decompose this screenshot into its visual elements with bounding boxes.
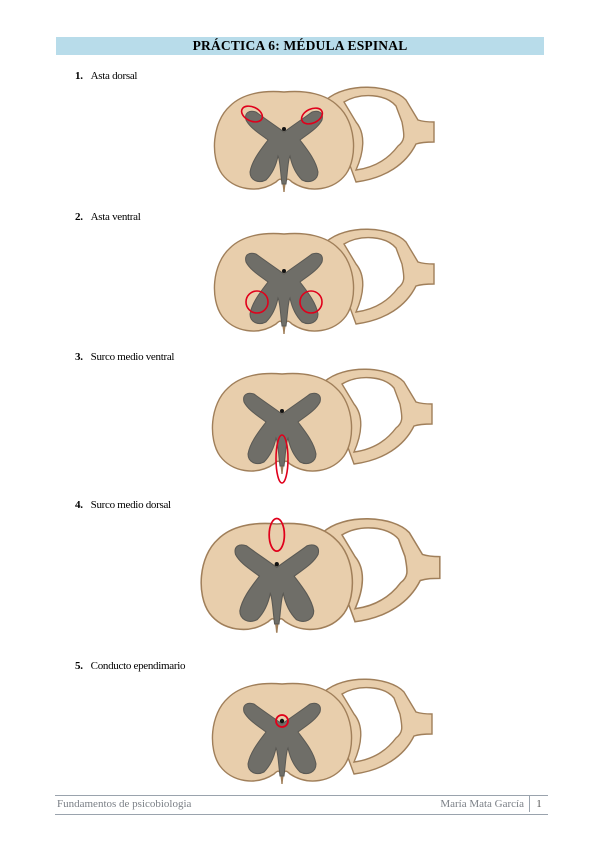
central-canal (282, 269, 286, 273)
page-footer: Fundamentos de psicobiologia María Mata … (55, 795, 548, 815)
item-5: 5. Conducto ependimario (75, 660, 185, 672)
grey-matter (243, 702, 321, 777)
item-4: 4. Surco medio dorsal (75, 499, 171, 511)
item-number: 5. (75, 660, 83, 672)
spinal-cord-figure-dorsal-median-sulcus (200, 517, 441, 633)
item-3: 3. Surco medio ventral (75, 351, 174, 363)
grey-matter (243, 392, 321, 467)
central-canal (280, 409, 284, 413)
highlight-ventral-horn-left (245, 290, 269, 314)
central-canal (279, 718, 285, 724)
highlight-dorsal-median-sulcus (268, 517, 286, 553)
page-number: 1 (529, 796, 548, 812)
spinal-cord-figure-ventral-median-fissure (211, 368, 433, 484)
footer-course: Fundamentos de psicobiologia (57, 798, 192, 810)
grey-matter (245, 110, 323, 185)
highlight-dorsal-horn-left (240, 105, 264, 123)
grey-matter (245, 252, 323, 327)
highlight-ventral-median-fissure (275, 434, 289, 484)
item-label: Surco medio ventral (90, 351, 175, 363)
item-label: Surco medio dorsal (90, 499, 171, 511)
item-label: Asta ventral (90, 211, 141, 223)
item-1: 1. Asta dorsal (75, 70, 137, 82)
central-canal (282, 127, 286, 131)
footer-author: María Mata García (440, 798, 524, 810)
spinal-cord-figure-central-canal (211, 678, 433, 785)
spinal-cord-figure-dorsal-horn (213, 86, 435, 193)
item-label: Asta dorsal (90, 70, 138, 82)
grey-matter (234, 544, 320, 625)
item-number: 4. (75, 499, 83, 511)
item-number: 3. (75, 351, 83, 363)
highlight-central-canal (275, 714, 289, 728)
item-number: 1. (75, 70, 83, 82)
item-label: Conducto ependimario (90, 660, 186, 672)
spinal-cord-figure-ventral-horn (213, 228, 435, 335)
page-title: PRÁCTICA 6: MÉDULA ESPINAL (56, 37, 544, 55)
item-number: 2. (75, 211, 83, 223)
central-canal (274, 562, 279, 567)
highlight-ventral-horn-right (299, 290, 323, 314)
item-2: 2. Asta ventral (75, 211, 141, 223)
highlight-dorsal-horn-right (300, 107, 324, 125)
